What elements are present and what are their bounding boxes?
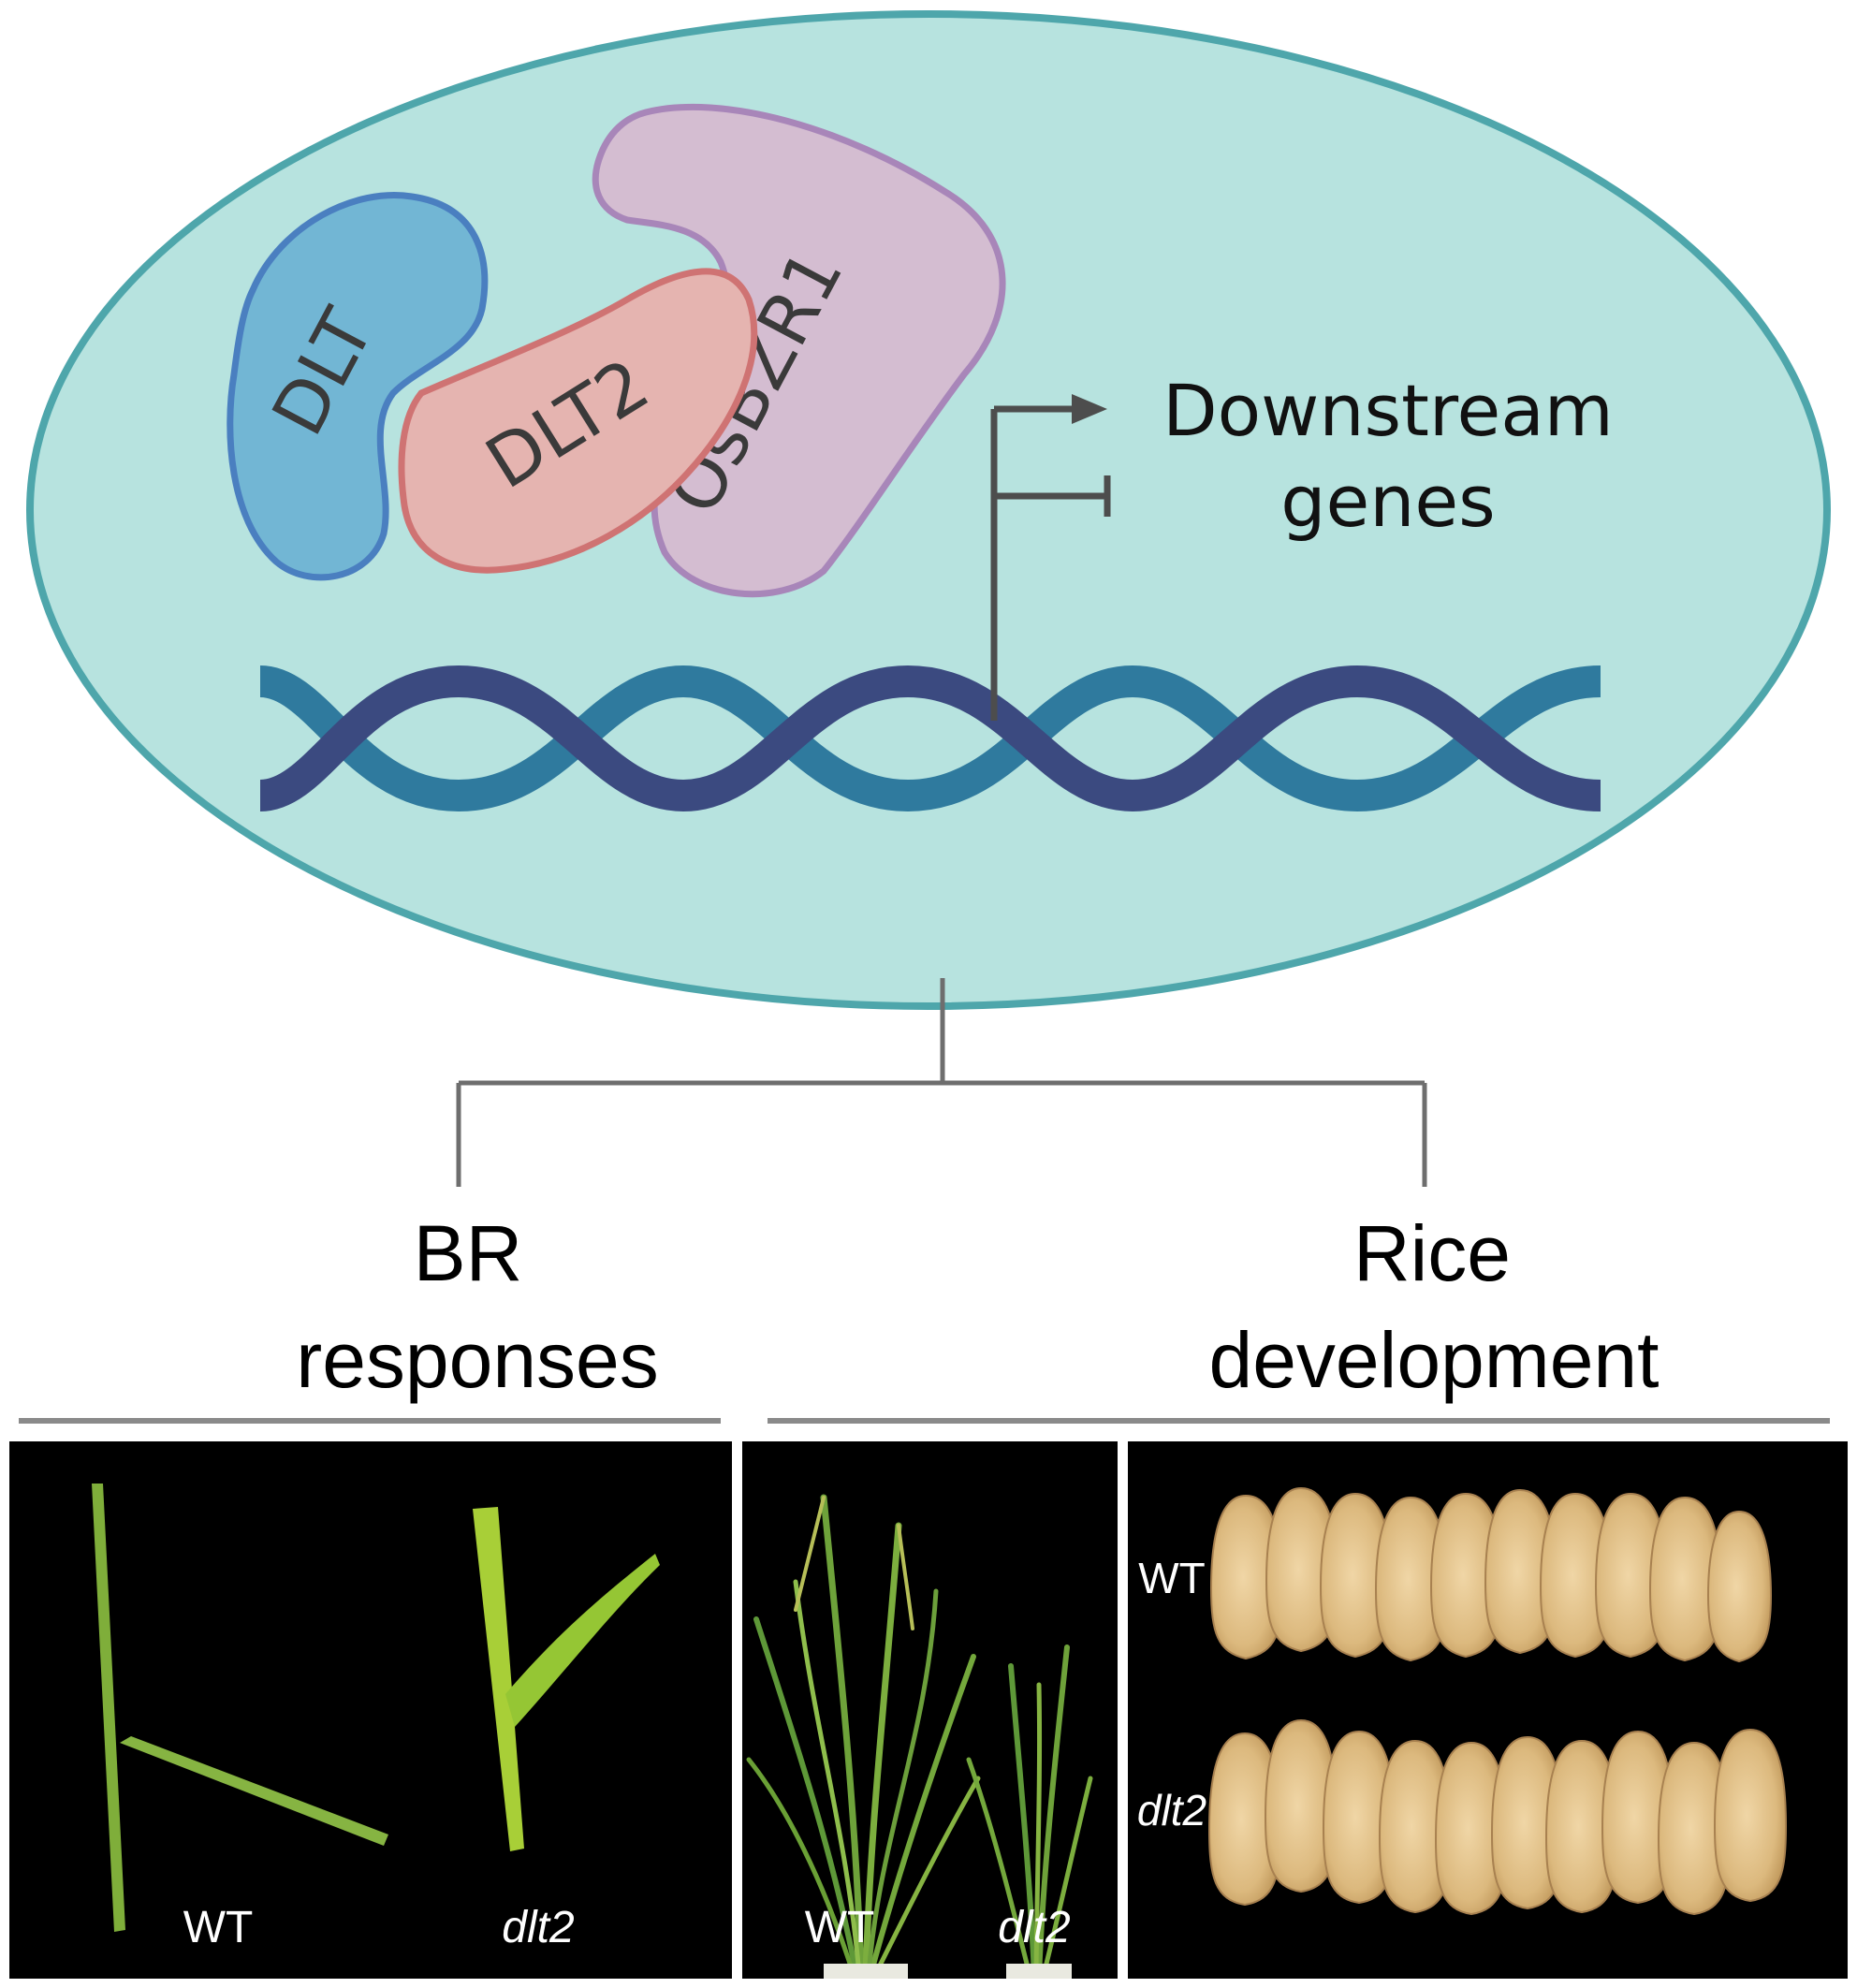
wt-grain-row [1209, 1486, 1773, 1663]
dlt-protein [227, 192, 489, 581]
br-label-line1: BR [414, 1209, 523, 1297]
leaf-wt-label: WT [183, 1903, 254, 1952]
leaf-dlt2-label: dlt2 [502, 1903, 574, 1952]
dlt2-grain-row [1207, 1718, 1788, 1916]
dna-helix [258, 665, 1601, 812]
dlt2-plant [966, 1644, 1093, 1978]
rice-label-line2: development [1209, 1316, 1660, 1404]
br-label-line2: responses [296, 1316, 659, 1404]
branch-connector [456, 978, 1427, 1187]
plant-dlt2-label: dlt2 [998, 1903, 1070, 1952]
downstream-label-line2: genes [1280, 460, 1496, 543]
photo-lamina-panel: WT dlt2 [9, 1441, 732, 1979]
dlt2-protein [398, 268, 758, 574]
regulation-symbol [990, 405, 1111, 721]
dlt2-leaf-blade [505, 1554, 660, 1727]
wt-leaf-blade [120, 1736, 388, 1846]
photo-grain-panel: WT dlt2 [1128, 1441, 1848, 1979]
photo-plant-panel: WT dlt2 [742, 1441, 1118, 1979]
plant-wt-label: WT [805, 1903, 875, 1952]
dna-strand-b [258, 665, 1601, 812]
downstream-label-line1: Downstream [1162, 369, 1614, 452]
wt-pot [824, 1964, 908, 1979]
grain-wt-label: WT [1138, 1554, 1206, 1602]
osbzr1-protein [592, 103, 1006, 598]
activation-arrowhead [1072, 394, 1107, 424]
wt-leaf-sheath [92, 1484, 125, 1932]
wt-plant [746, 1494, 981, 1979]
dlt2-leaf-sheath [473, 1507, 524, 1851]
dlt2-pot [1006, 1964, 1072, 1979]
rice-label-line1: Rice [1353, 1209, 1511, 1297]
grain-dlt2-label: dlt2 [1137, 1786, 1206, 1835]
dna-strand-a [258, 665, 1601, 812]
